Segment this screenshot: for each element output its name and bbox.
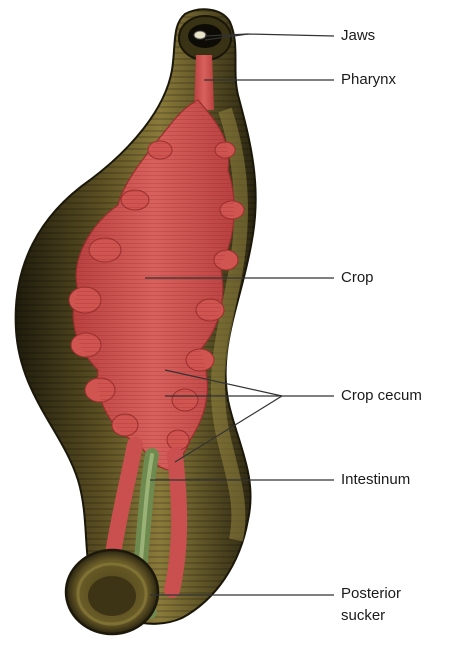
label-crop: Crop bbox=[341, 268, 374, 288]
label-crop-cecum: Crop cecum bbox=[341, 386, 422, 406]
label-pharynx: Pharynx bbox=[341, 70, 396, 90]
posterior-sucker-shape bbox=[66, 550, 158, 634]
label-jaws: Jaws bbox=[341, 26, 375, 46]
label-posterior-sucker-line2: sucker bbox=[341, 606, 385, 626]
label-posterior-sucker-line1: Posterior bbox=[341, 584, 401, 604]
label-intestinum: Intestinum bbox=[341, 470, 410, 490]
